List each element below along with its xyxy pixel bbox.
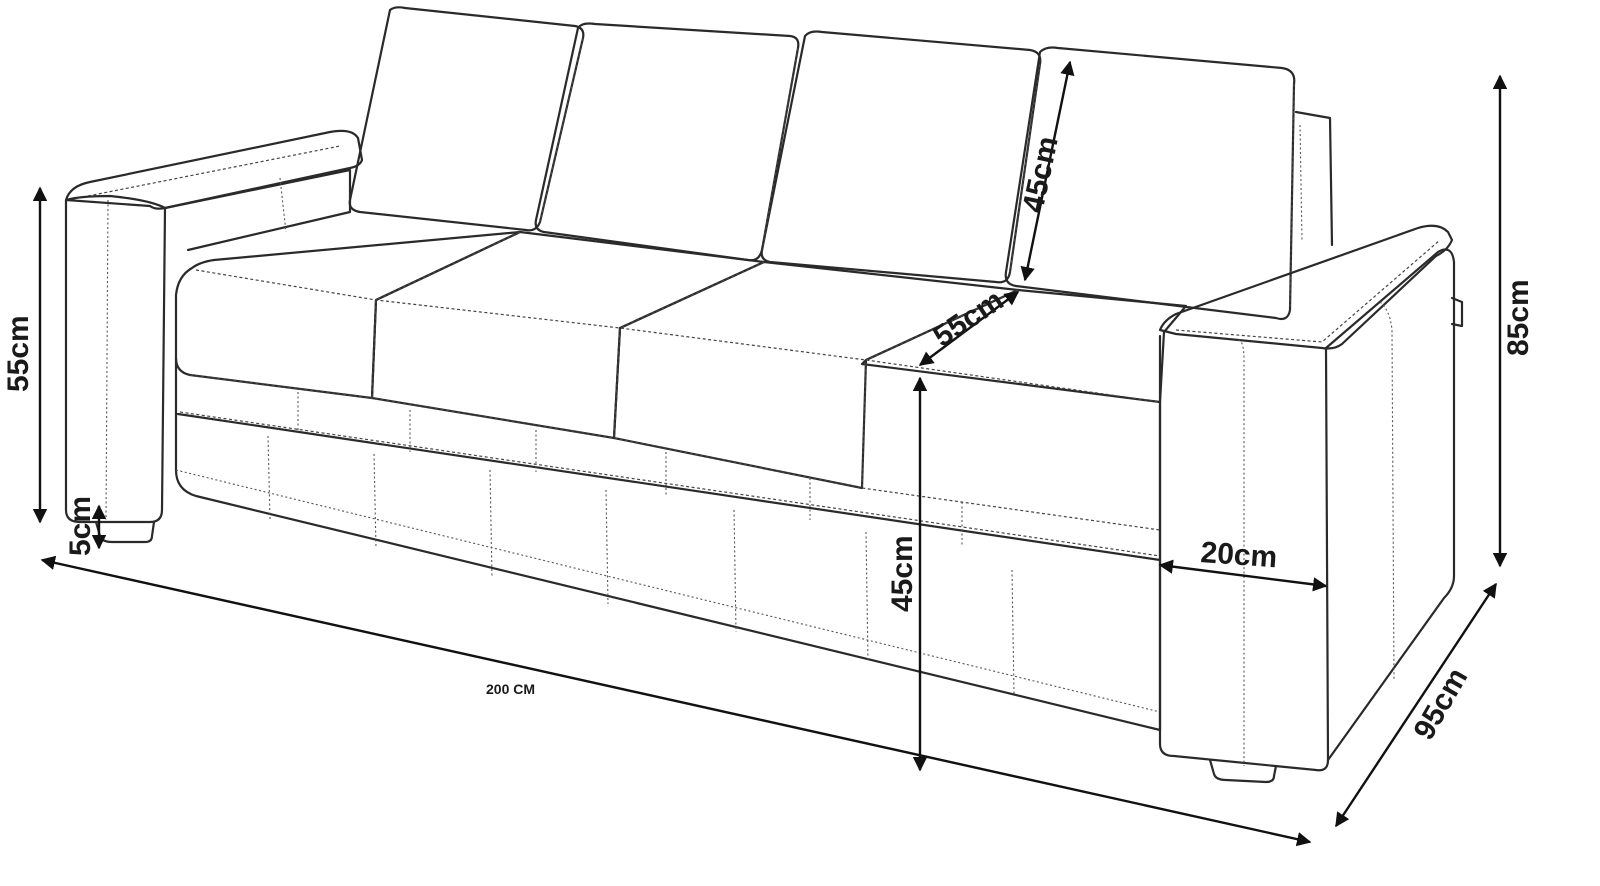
seat-depth-line bbox=[918, 291, 1020, 366]
left-leg bbox=[94, 520, 156, 544]
total-depth-line bbox=[1334, 582, 1498, 828]
arm-height-label: 55cm bbox=[2, 315, 35, 392]
total-width-label: 200 CM bbox=[486, 681, 535, 697]
left-arm-top bbox=[64, 129, 364, 210]
left-arm-side bbox=[163, 168, 352, 252]
back-cushion-1 bbox=[348, 6, 585, 232]
seat-cushion-4 bbox=[860, 288, 1188, 404]
seat-cushion-1 bbox=[174, 230, 522, 400]
seat-cushion-3 bbox=[612, 260, 1020, 490]
back-cushion-height-label: 45cm bbox=[1017, 134, 1065, 216]
sofa-base bbox=[174, 356, 1162, 732]
arm-width-label: 20cm bbox=[1200, 536, 1279, 574]
back-cushion-3 bbox=[760, 30, 1042, 284]
leg-height-label: 5cm bbox=[64, 496, 97, 556]
seat-depth-label: 55cm bbox=[927, 284, 1009, 354]
dimension-lines bbox=[32, 60, 1508, 847]
right-arm-top bbox=[1158, 224, 1454, 350]
left-arm bbox=[64, 129, 364, 544]
back-cushion-height-line bbox=[1020, 60, 1075, 282]
back-cushions bbox=[348, 6, 1334, 321]
dimension-labels: 45cm 55cm 55cm 5cm 45cm 20cm 85cm 95cm 2… bbox=[2, 134, 1535, 746]
seat-cushion-2 bbox=[370, 230, 766, 440]
total-height-label: 85cm bbox=[1502, 279, 1535, 356]
total-width-line bbox=[40, 555, 1312, 847]
left-arm-front bbox=[64, 194, 167, 524]
base-front bbox=[174, 356, 1162, 732]
back-cushion-2 bbox=[534, 22, 800, 262]
seat-height-label: 45cm bbox=[886, 535, 919, 612]
